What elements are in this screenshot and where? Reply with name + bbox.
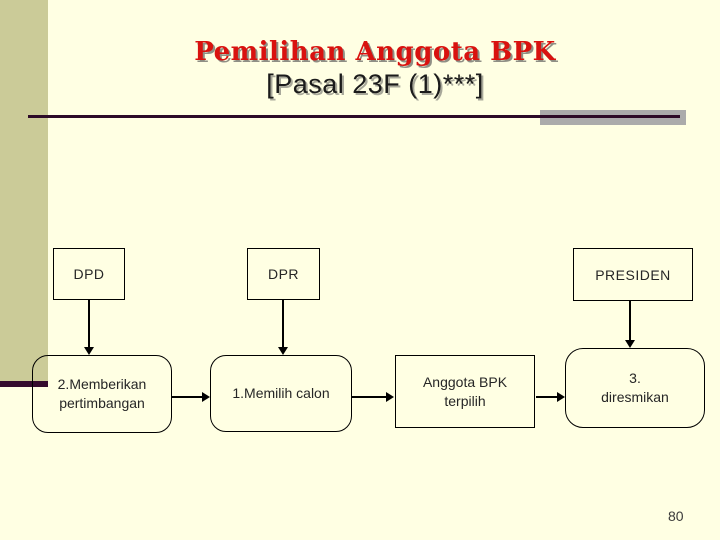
flow-box-line: 1.Memilih calon: [232, 385, 330, 402]
flow-box-line: 2.Memberikan: [57, 376, 147, 393]
title-block: Pemilihan Anggota BPK [Pasal 23F (1)***]: [55, 38, 695, 100]
arrow-shaft: [88, 300, 90, 347]
arrow-head-right-icon: [386, 392, 394, 402]
page-number: 80: [668, 508, 684, 524]
arrow-shaft: [629, 301, 631, 340]
arrow-head-down-icon: [625, 340, 635, 348]
presiden-label: PRESIDEN: [595, 266, 671, 283]
slide-title: Pemilihan Anggota BPK: [194, 37, 556, 67]
dpd-label: DPD: [73, 266, 105, 282]
sidebar-stripe-decoration: [0, 381, 48, 387]
flow-box-line: Anggota BPK: [422, 373, 508, 390]
arrow-shaft: [536, 396, 558, 398]
arrow-head-down-icon: [84, 347, 94, 355]
flow-box-memilih-calon: 1.Memilih calon: [210, 355, 352, 432]
arrow-head-right-icon: [557, 392, 565, 402]
flow-box-line: terpilih: [444, 392, 486, 409]
flow-box-memberikan-pertimbangan: 2.Memberikan pertimbangan: [32, 355, 172, 433]
arrow-shaft: [282, 300, 284, 347]
arrow-shaft: [172, 396, 203, 398]
arrow-head-right-icon: [202, 392, 210, 402]
presiden-box: PRESIDEN: [573, 248, 693, 301]
flow-box-diresmikan: 3. diresmikan: [565, 348, 705, 428]
flow-box-anggota-bpk-terpilih: Anggota BPK terpilih: [395, 355, 535, 428]
arrow-head-down-icon: [278, 347, 288, 355]
dpr-box: DPR: [247, 248, 320, 300]
sidebar-decoration: [0, 0, 48, 381]
flow-box-line: 3.: [629, 370, 641, 387]
dpd-box: DPD: [53, 248, 125, 300]
flow-box-line: diresmikan: [601, 389, 669, 405]
arrow-shaft: [352, 396, 387, 398]
dpr-label: DPR: [267, 266, 300, 282]
slide-subtitle: [Pasal 23F (1)***]: [266, 68, 484, 99]
flow-box-line: pertimbangan: [59, 395, 145, 411]
title-rule: [28, 115, 680, 118]
